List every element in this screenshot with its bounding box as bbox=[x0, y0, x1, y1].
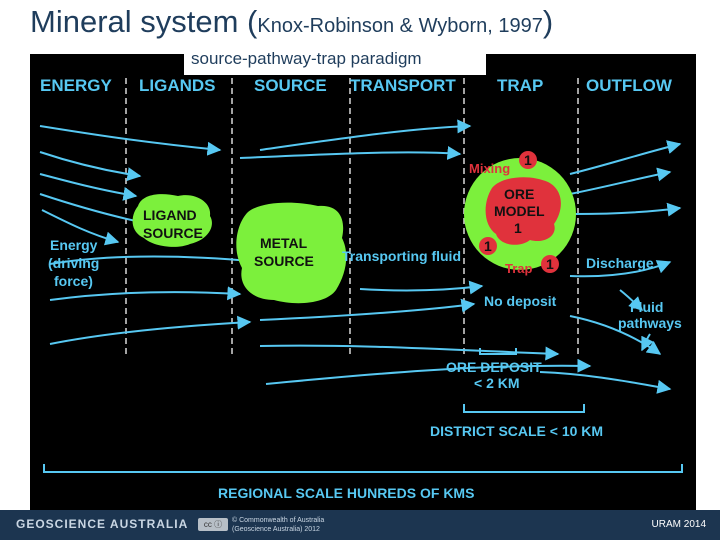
ore-deposit-line-1: ORE DEPOSIT bbox=[446, 359, 542, 375]
title-citation: Knox-Robinson & Wyborn, 1997 bbox=[257, 15, 543, 37]
title-close-paren: ) bbox=[542, 4, 554, 39]
flow-arrow bbox=[39, 125, 222, 156]
fluid-pathway-arrows bbox=[39, 119, 682, 394]
flow-arrow bbox=[539, 371, 672, 394]
flow-arrow bbox=[619, 289, 643, 311]
fluid-pathways-line-1: Fluid bbox=[630, 299, 663, 315]
district-scale-label: DISTRICT SCALE < 10 KM bbox=[430, 423, 603, 439]
footer-bar: GEOSCIENCE AUSTRALIA cc ⓘ © Commonwealth… bbox=[0, 510, 720, 540]
header-transport: TRANSPORT bbox=[350, 76, 456, 95]
ore-model-line-2: MODEL bbox=[494, 203, 545, 219]
ligand-source-line-1: LIGAND bbox=[143, 207, 197, 223]
flow-arrow bbox=[259, 344, 560, 361]
stage-headers: ENERGY LIGANDS SOURCE TRANSPORT TRAP OUT… bbox=[40, 76, 673, 95]
marker-left bbox=[479, 237, 497, 255]
marker-trap-number: 1 bbox=[546, 256, 554, 272]
flow-arrow bbox=[265, 358, 592, 385]
header-trap: TRAP bbox=[497, 76, 543, 95]
metal-source-blob bbox=[236, 202, 347, 304]
flow-arrow bbox=[569, 260, 672, 278]
header-source: SOURCE bbox=[254, 76, 327, 95]
flow-arrow bbox=[569, 167, 672, 195]
slide-title: Mineral system (Knox-Robinson & Wyborn, … bbox=[30, 4, 553, 40]
subtitle-box: source-pathway-trap paradigm bbox=[184, 43, 486, 75]
marker-left-number: 1 bbox=[484, 238, 492, 254]
marker-mixing bbox=[519, 151, 537, 169]
marker-mixing-number: 1 bbox=[524, 152, 532, 168]
flow-arrow bbox=[49, 315, 252, 345]
cc-license-badge: cc ⓘ bbox=[198, 518, 228, 531]
no-deposit-label: No deposit bbox=[484, 293, 557, 309]
ore-body bbox=[485, 177, 561, 245]
mixing-label: Mixing bbox=[469, 161, 510, 176]
discharge-label: Discharge bbox=[586, 255, 654, 271]
regional-scale-label: REGIONAL SCALE HUNREDS OF KMS bbox=[218, 485, 474, 501]
fluid-pathways-line-2: pathways bbox=[618, 315, 682, 331]
header-outflow: OUTFLOW bbox=[586, 76, 673, 95]
ligand-source-blob bbox=[132, 194, 212, 247]
ore-deposit-line-2: < 2 KM bbox=[474, 375, 520, 391]
transporting-fluid-label: Transporting fluid bbox=[342, 248, 461, 264]
header-energy: ENERGY bbox=[40, 76, 112, 95]
footer-organization: GEOSCIENCE AUSTRALIA bbox=[16, 517, 189, 531]
flow-arrow bbox=[39, 151, 142, 182]
district-scale-bracket bbox=[463, 404, 585, 413]
flow-arrow bbox=[41, 209, 120, 246]
flow-arrow bbox=[569, 140, 682, 175]
energy-line-1: Energy bbox=[50, 237, 98, 253]
copyright-line-2: (Geoscience Australia) 2012 bbox=[232, 526, 320, 533]
marker-trap bbox=[541, 255, 559, 273]
header-ligands: LIGANDS bbox=[139, 76, 216, 95]
ore-model-line-1: ORE bbox=[504, 186, 534, 202]
flow-arrow bbox=[641, 333, 654, 352]
metal-source-line-2: SOURCE bbox=[254, 253, 314, 269]
flow-arrow bbox=[239, 146, 462, 160]
ore-model-line-3: 1 bbox=[514, 220, 522, 236]
flow-arrow bbox=[574, 202, 682, 217]
title-main: Mineral system bbox=[30, 4, 248, 39]
ore-deposit-bracket bbox=[479, 348, 517, 355]
flow-arrow bbox=[259, 298, 476, 321]
metal-source-line-1: METAL bbox=[260, 235, 308, 251]
trap-label: Trap bbox=[505, 261, 533, 276]
flow-arrow bbox=[259, 119, 472, 151]
energy-line-3: force) bbox=[54, 273, 93, 289]
copyright-line-1: © Commonwealth of Australia bbox=[232, 517, 325, 524]
energy-line-2: (driving bbox=[48, 255, 99, 271]
flow-arrow bbox=[39, 173, 138, 201]
mineral-system-diagram: ENERGY LIGANDS SOURCE TRANSPORT TRAP OUT… bbox=[30, 54, 696, 516]
diagram-svg: ENERGY LIGANDS SOURCE TRANSPORT TRAP OUT… bbox=[39, 76, 683, 501]
footer-event: URAM 2014 bbox=[651, 519, 706, 530]
regional-scale-bracket bbox=[43, 464, 683, 473]
flow-arrow bbox=[49, 286, 242, 301]
ligand-source-line-2: SOURCE bbox=[143, 225, 203, 241]
title-open-paren: ( bbox=[247, 4, 258, 39]
footer-copyright: © Commonwealth of Australia (Geoscience … bbox=[232, 516, 324, 534]
flow-arrow bbox=[359, 280, 484, 295]
